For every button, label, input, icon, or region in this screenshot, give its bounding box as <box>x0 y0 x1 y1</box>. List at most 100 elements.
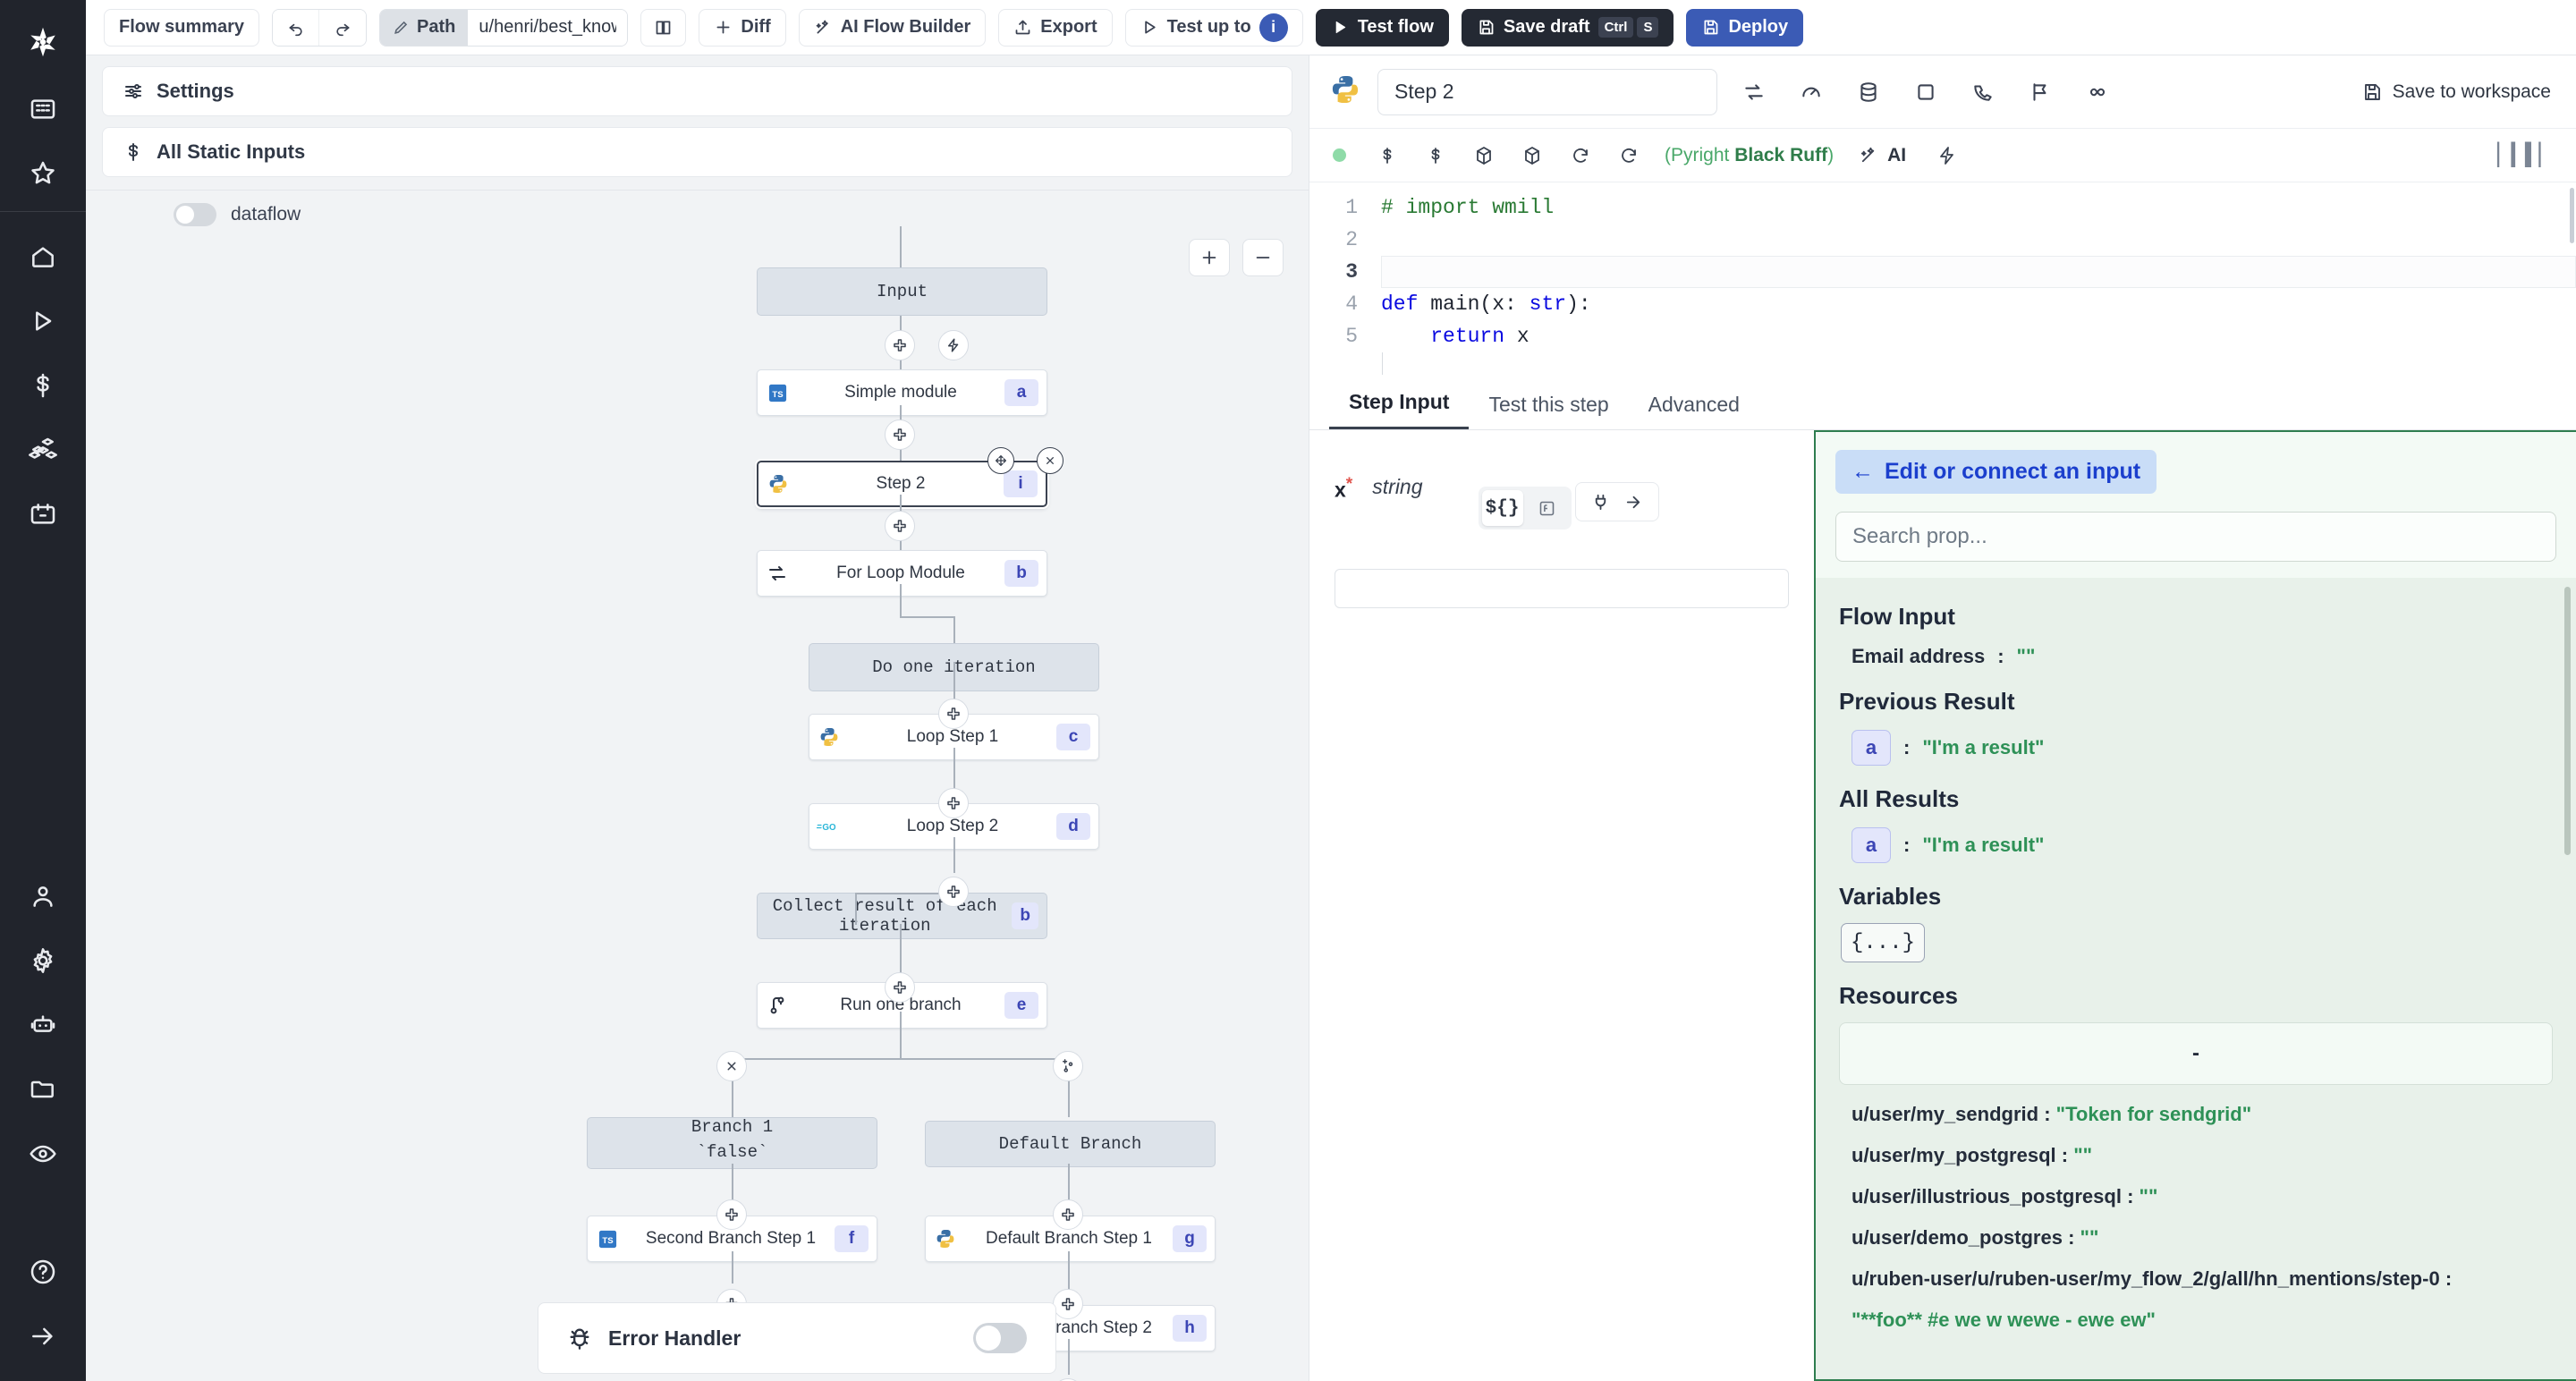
node-simple-module[interactable]: TS Simple module a <box>757 369 1047 416</box>
refresh-icon[interactable] <box>1559 136 1602 175</box>
settings-row[interactable]: Settings <box>102 66 1292 116</box>
edit-or-connect-button[interactable]: ← Edit or connect an input <box>1835 450 2157 494</box>
lightning-icon[interactable] <box>1926 136 1969 175</box>
sidebar-item-schedules[interactable] <box>0 482 86 546</box>
redo-icon[interactable] <box>319 10 366 46</box>
docs-button[interactable] <box>640 9 686 47</box>
package-icon[interactable] <box>1462 136 1505 175</box>
export-button[interactable]: Export <box>998 9 1112 47</box>
connect-input-button[interactable] <box>1575 482 1659 521</box>
add-trigger-button[interactable] <box>938 330 969 360</box>
add-step-button[interactable] <box>1053 1289 1083 1319</box>
add-step-button[interactable] <box>938 877 969 907</box>
flow-input-item[interactable]: Email address : "" <box>1839 645 2553 668</box>
square-icon[interactable] <box>1905 72 1946 113</box>
sidebar-item-agents[interactable] <box>0 993 86 1057</box>
path-input[interactable] <box>468 10 627 46</box>
save-draft-button[interactable]: Save draft Ctrl S <box>1462 9 1674 47</box>
sidebar-item-settings[interactable] <box>0 928 86 993</box>
node-drag-handle[interactable] <box>987 447 1014 474</box>
previous-result-item[interactable]: a : "I'm a result" <box>1839 730 2553 766</box>
add-branch-button[interactable] <box>1053 1051 1083 1081</box>
sidebar-item-help[interactable] <box>0 1240 86 1304</box>
node-branch-1[interactable]: Branch 1 `false` <box>587 1117 877 1169</box>
function-mode-button[interactable] <box>1527 490 1568 526</box>
remove-branch-button[interactable] <box>716 1051 747 1081</box>
resources-empty-row[interactable]: - <box>1839 1022 2553 1085</box>
sidebar-item-expand[interactable] <box>0 1304 86 1368</box>
step-name-input[interactable]: Step 2 <box>1377 69 1717 115</box>
code-content[interactable]: # import wmill def main(x: str): return … <box>1372 191 2576 375</box>
all-static-inputs-row[interactable]: All Static Inputs <box>102 127 1292 177</box>
dollar-icon[interactable] <box>1366 136 1409 175</box>
ai-flow-builder-button[interactable]: AI Flow Builder <box>799 9 987 47</box>
code-editor[interactable]: 1 2 3 4 5 # import wmill def main(x: str… <box>1309 182 2576 375</box>
add-step-button[interactable] <box>1053 1199 1083 1230</box>
package-icon[interactable] <box>1511 136 1554 175</box>
add-step-button[interactable] <box>938 699 969 729</box>
sidebar-item-home[interactable] <box>0 225 86 289</box>
sidebar-item-variables[interactable] <box>0 353 86 418</box>
dataflow-toggle[interactable] <box>174 203 216 226</box>
add-step-button[interactable] <box>885 330 915 360</box>
refresh-icon[interactable] <box>1607 136 1650 175</box>
sidebar-item-apps[interactable] <box>0 77 86 141</box>
resource-item[interactable]: u/user/my_sendgrid : "Token for sendgrid… <box>1839 1103 2553 1126</box>
node-collect-result[interactable]: Collect result of each iteration b <box>757 893 1047 939</box>
connect-panel-body[interactable]: Flow Input Email address : "" Previous R… <box>1816 578 2576 1379</box>
node-default-branch[interactable]: Default Branch <box>925 1121 1216 1167</box>
undo-icon[interactable] <box>273 10 319 46</box>
resource-item-value[interactable]: "**foo** #e we w wewe - ewe ew" <box>1839 1309 2553 1332</box>
ai-assist-button[interactable]: AI <box>1859 145 1906 166</box>
database-icon[interactable] <box>1848 72 1889 113</box>
test-flow-button[interactable]: Test flow <box>1316 9 1449 47</box>
sidebar-item-runs[interactable] <box>0 289 86 353</box>
node-input[interactable]: Input <box>757 267 1047 316</box>
tab-advanced[interactable]: Advanced <box>1629 393 1759 429</box>
diff-button[interactable]: Diff <box>699 9 785 47</box>
code-scrollbar[interactable] <box>2567 182 2576 375</box>
flow-graph-canvas[interactable]: Input TS Simple module a <box>86 226 1309 1381</box>
flag-icon[interactable] <box>2020 72 2061 113</box>
argument-value-input[interactable] <box>1335 569 1789 608</box>
phone-icon[interactable] <box>1962 72 2004 113</box>
add-step-button[interactable] <box>716 1199 747 1230</box>
sidebar-item-audit-logs[interactable] <box>0 1122 86 1186</box>
resource-item[interactable]: u/user/my_postgresql : "" <box>1839 1144 2553 1167</box>
loop-icon[interactable] <box>1733 72 1775 113</box>
error-handler-bar[interactable]: Error Handler <box>538 1302 1056 1374</box>
connect-panel-scrollbar[interactable] <box>2564 587 2571 855</box>
variables-object-chip[interactable]: {...} <box>1841 923 1925 962</box>
resource-item[interactable]: u/user/illustrious_postgresql : "" <box>1839 1185 2553 1208</box>
deploy-button[interactable]: Deploy <box>1686 9 1803 47</box>
add-step-button[interactable] <box>885 419 915 450</box>
flow-summary-button[interactable]: Flow summary <box>104 9 259 47</box>
save-to-workspace-button[interactable]: Save to workspace <box>2361 81 2556 103</box>
tab-test-this-step[interactable]: Test this step <box>1469 393 1628 429</box>
resource-item[interactable]: u/ruben-user/u/ruben-user/my_flow_2/g/al… <box>1839 1267 2553 1291</box>
template-mode-button[interactable]: ${} <box>1482 490 1523 526</box>
add-step-button[interactable] <box>885 972 915 1003</box>
fx-icon <box>1538 499 1556 518</box>
infinity-icon[interactable] <box>2077 72 2118 113</box>
zoom-out-button[interactable] <box>1242 239 1284 276</box>
sidebar-item-workers[interactable] <box>0 864 86 928</box>
node-for-loop-module[interactable]: For Loop Module b <box>757 550 1047 597</box>
dollar-icon[interactable] <box>1414 136 1457 175</box>
sidebar-item-resources[interactable] <box>0 418 86 482</box>
sidebar-item-folders[interactable] <box>0 1057 86 1122</box>
add-step-button[interactable] <box>938 788 969 818</box>
tab-step-input[interactable]: Step Input <box>1329 390 1469 429</box>
windmill-logo[interactable] <box>0 7 86 77</box>
zoom-in-button[interactable] <box>1189 239 1230 276</box>
resource-item[interactable]: u/user/demo_postgres : "" <box>1839 1226 2553 1250</box>
error-handler-toggle[interactable] <box>973 1323 1027 1353</box>
node-delete-button[interactable] <box>1037 447 1063 474</box>
gauge-icon[interactable] <box>1791 72 1832 113</box>
sidebar-item-favorites[interactable] <box>0 141 86 206</box>
all-results-item[interactable]: a : "I'm a result" <box>1839 827 2553 863</box>
minimap-icon[interactable]: ▏▎▍▏ <box>2497 142 2553 168</box>
test-up-to-button[interactable]: Test up to i <box>1125 9 1303 47</box>
add-step-button[interactable] <box>885 511 915 541</box>
search-prop-input[interactable]: Search prop... <box>1835 512 2556 562</box>
